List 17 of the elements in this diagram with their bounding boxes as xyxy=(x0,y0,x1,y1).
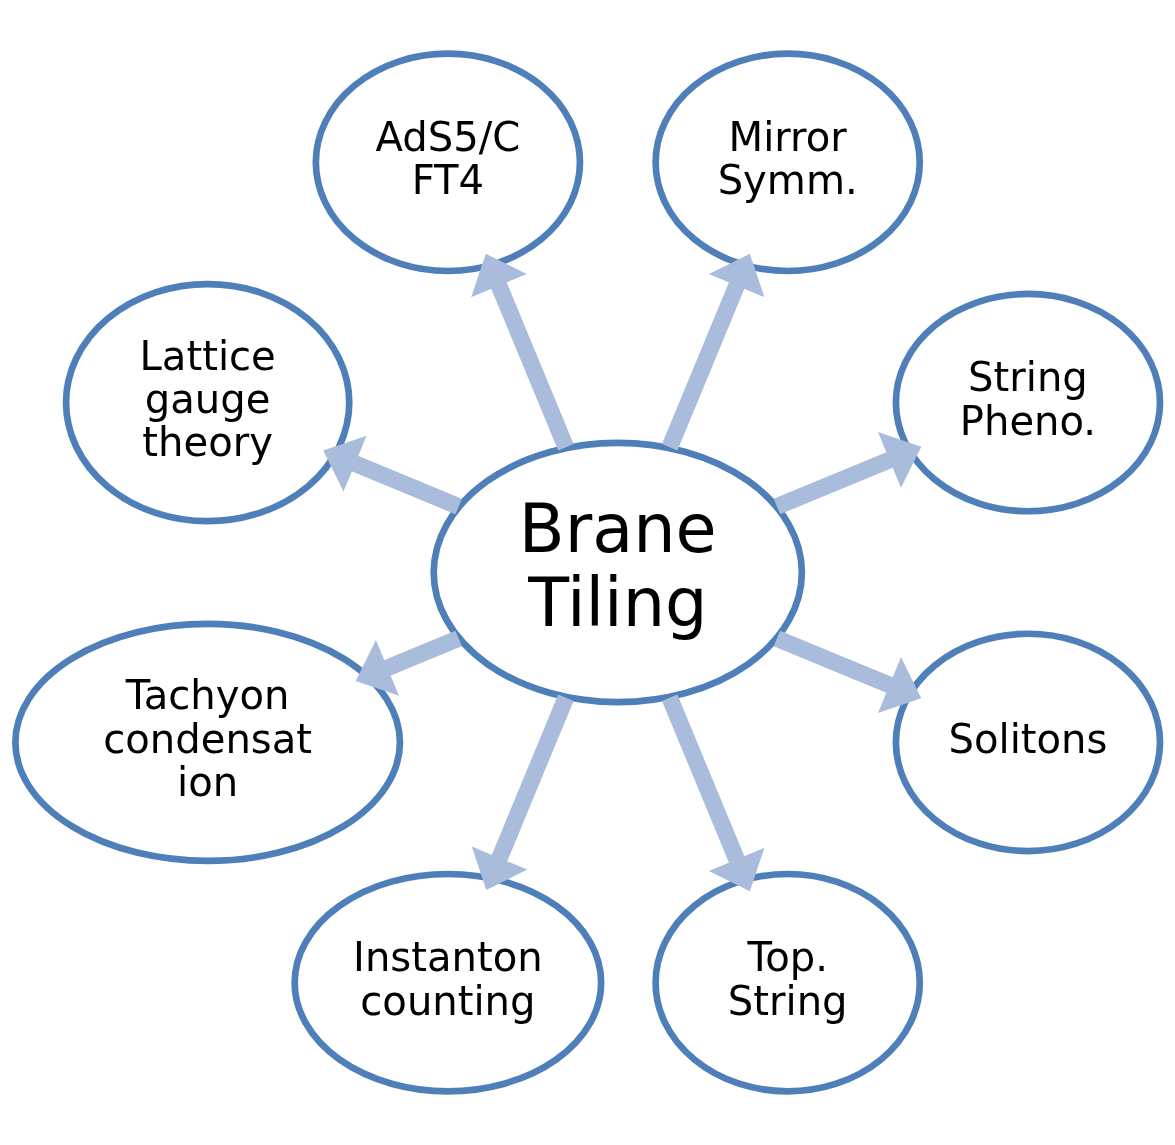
node-ellipse: AdS5/C FT4 xyxy=(312,50,584,275)
arrow xyxy=(471,253,574,451)
node-ellipse: Solitons xyxy=(892,630,1164,855)
node-ellipse: Tachyon condensat ion xyxy=(12,620,404,865)
arrow xyxy=(355,630,462,696)
node-ellipse: Instanton counting xyxy=(291,870,605,1095)
node-ellipse: Top. String xyxy=(652,870,924,1095)
node-ellipse: Mirror Symm. xyxy=(652,50,924,275)
arrow xyxy=(661,694,765,892)
node-ellipse: Lattice gauge theory xyxy=(62,280,353,525)
arrow xyxy=(773,630,922,713)
arrow xyxy=(323,435,462,515)
arrow xyxy=(773,432,922,515)
node-ellipse: Brane Tiling xyxy=(430,439,806,706)
arrow xyxy=(661,253,765,451)
arrow xyxy=(471,694,574,890)
node-ellipse: String Pheno. xyxy=(892,290,1164,515)
